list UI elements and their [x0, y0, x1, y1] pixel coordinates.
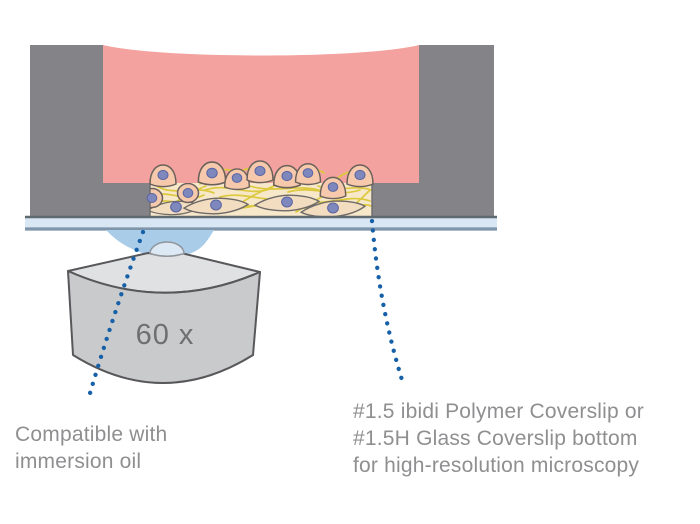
objective-magnification-label: 60 x [135, 319, 195, 351]
right-callout-line3: for high-resolution microscopy [353, 454, 640, 477]
dish-right-wall [372, 45, 494, 216]
callout-lines [85, 218, 405, 403]
right-callout-line1: #1.5 ibidi Polymer Coverslip or [353, 400, 644, 423]
dish-left-wall [30, 45, 150, 216]
right-callout-line [369, 218, 405, 383]
objective-body [67, 270, 261, 384]
left-callout-line2: immersion oil [15, 450, 142, 473]
spindle-cells [150, 194, 367, 216]
objective-front-lens [149, 241, 185, 257]
culture-medium [103, 45, 419, 183]
cell-nuclei [146, 165, 366, 214]
right-callout-line2: #1.5H Glass Coverslip bottom [353, 427, 638, 450]
left-callout-line1: Compatible with [15, 423, 168, 446]
right-callout-text: #1.5 ibidi Polymer Coverslip or #1.5H Gl… [353, 398, 644, 479]
left-callout-text: Compatible with immersion oil [15, 421, 167, 475]
coverslip [25, 216, 497, 230]
